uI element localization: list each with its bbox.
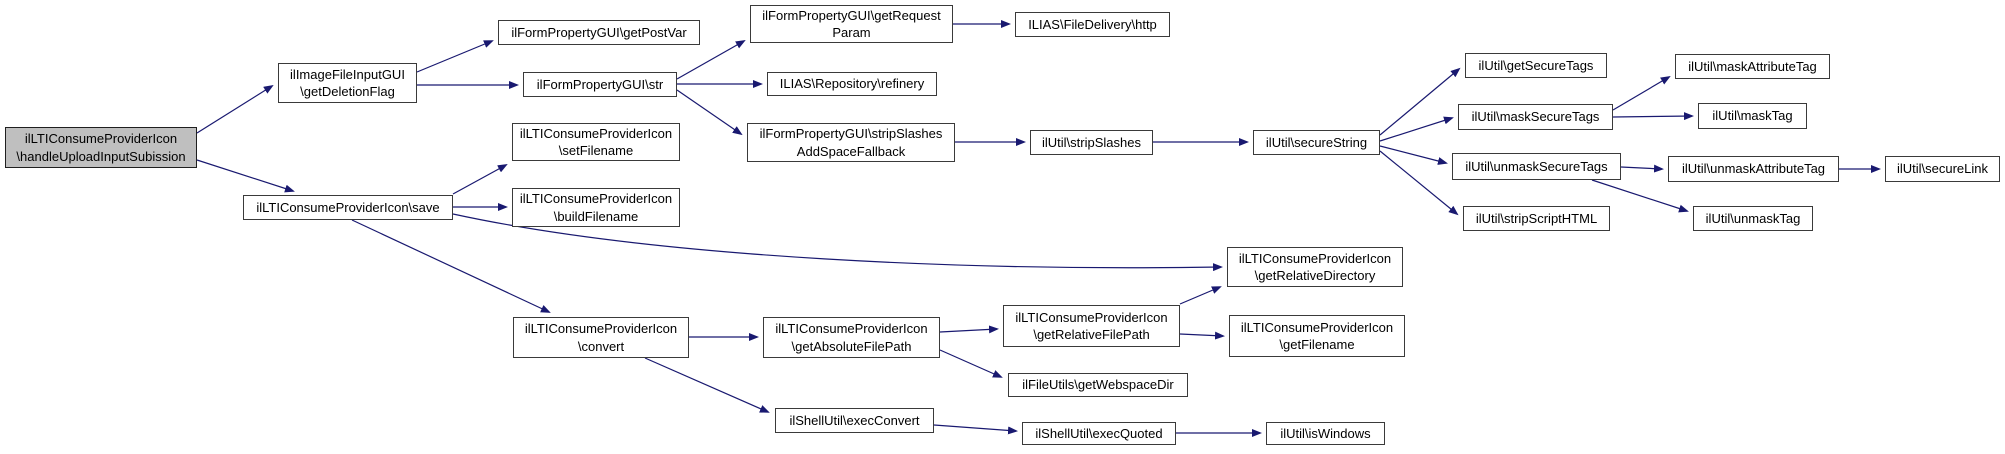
node-get-secure-tags[interactable]: ilUtil\getSecureTags [1465,53,1607,78]
node-unmask-tag[interactable]: ilUtil\unmaskTag [1693,206,1813,231]
node-label: ilImageFileInputGUI \getDeletionFlag [290,66,405,99]
node-label: ilFormPropertyGUI\getRequest Param [762,7,941,40]
node-get-filename[interactable]: ilLTIConsumeProviderIcon \getFilename [1229,315,1405,357]
node-label: ilUtil\secureLink [1896,161,1989,177]
edge-maskSecureTags-to-maskAttributeTag [1612,75,1671,111]
node-get-absolute-file-path[interactable]: ilLTIConsumeProviderIcon \getAbsoluteFil… [763,317,940,358]
node-secure-link[interactable]: ilUtil\secureLink [1885,156,2000,182]
node-label: ilLTIConsumeProviderIcon \convert [524,321,678,354]
edge-str-to-stripSlashesAddSpaceFallback [676,89,743,136]
node-label: ilLTIConsumeProviderIcon \buildFilename [519,191,673,224]
node-get-request-param[interactable]: ilFormPropertyGUI\getRequest Param [750,5,953,43]
edge-handleUploadInputSubission-to-getDeletionFlag [196,84,274,134]
node-strip-slashes-add-space-fallback[interactable]: ilFormPropertyGUI\stripSlashes AddSpaceF… [747,123,955,162]
node-mask-secure-tags[interactable]: ilUtil\maskSecureTags [1458,104,1613,130]
node-label: ilUtil\isWindows [1280,425,1371,441]
node-build-filename[interactable]: ilLTIConsumeProviderIcon \buildFilename [512,188,680,227]
node-label: ilUtil\maskAttributeTag [1688,58,1817,74]
node-get-relative-directory[interactable]: ilLTIConsumeProviderIcon \getRelativeDir… [1227,247,1403,287]
edge-getRelativeFilePath-to-getRelativeDirectory [1179,286,1222,305]
node-get-deletion-flag[interactable]: ilImageFileInputGUI \getDeletionFlag [278,63,417,103]
node-get-webspace-dir[interactable]: ilFileUtils\getWebspaceDir [1008,373,1188,397]
node-exec-convert[interactable]: ilShellUtil\execConvert [775,408,934,433]
edge-secureString-to-stripScriptHTML [1379,150,1459,216]
node-get-post-var[interactable]: ilFormPropertyGUI\getPostVar [498,20,700,45]
edge-save-to-convert [351,219,551,313]
edge-getAbsoluteFilePath-to-getRelativeFilePath [939,325,999,334]
node-label: ilFormPropertyGUI\stripSlashes AddSpaceF… [759,126,943,159]
node-label: ilShellUtil\execConvert [789,412,920,428]
node-refinery[interactable]: ILIAS\Repository\refinery [767,72,937,96]
node-save[interactable]: ilLTIConsumeProviderIcon\save [243,195,453,220]
node-label: ilUtil\getSecureTags [1478,57,1594,73]
node-label: ilFormPropertyGUI\getPostVar [511,24,687,40]
node-label: ilUtil\stripSlashes [1042,134,1141,150]
node-label: ILIAS\FileDelivery\http [1028,16,1157,32]
node-label: ilLTIConsumeProviderIcon\save [256,199,440,215]
node-label: ilLTIConsumeProviderIcon \getAbsoluteFil… [775,321,928,354]
node-label: ilLTIConsumeProviderIcon \setFilename [519,125,673,158]
edge-getAbsoluteFilePath-to-getWebspaceDir [939,349,1003,378]
edge-getDeletionFlag-to-getPostVar [416,40,494,73]
node-label: ilLTIConsumeProviderIcon \handleUploadIn… [16,131,186,164]
node-label: ilLTIConsumeProviderIcon \getFilename [1240,319,1394,352]
node-label: ilLTIConsumeProviderIcon \getRelativeDir… [1238,250,1392,283]
edge-secureString-to-maskSecureTags [1379,116,1454,142]
node-label: ilUtil\maskSecureTags [1471,109,1600,125]
node-label: ilLTIConsumeProviderIcon \getRelativeFil… [1015,309,1168,342]
edge-secureString-to-unmaskSecureTags [1379,145,1448,165]
node-label: ILIAS\Repository\refinery [779,76,925,92]
node-label: ilFormPropertyGUI\str [536,76,664,92]
edge-maskSecureTags-to-maskTag [1612,112,1694,121]
node-set-filename[interactable]: ilLTIConsumeProviderIcon \setFilename [512,123,680,161]
edge-execConvert-to-execQuoted [933,424,1018,435]
node-unmask-secure-tags[interactable]: ilUtil\unmaskSecureTags [1452,153,1621,180]
node-get-relative-file-path[interactable]: ilLTIConsumeProviderIcon \getRelativeFil… [1003,305,1180,347]
node-http[interactable]: ILIAS\FileDelivery\http [1015,12,1170,37]
node-unmask-attribute-tag[interactable]: ilUtil\unmaskAttributeTag [1668,156,1839,182]
node-label: ilFileUtils\getWebspaceDir [1022,377,1174,393]
node-mask-tag[interactable]: ilUtil\maskTag [1698,103,1807,129]
node-mask-attribute-tag[interactable]: ilUtil\maskAttributeTag [1675,54,1830,79]
edge-getRelativeFilePath-to-getFilename [1179,331,1225,340]
node-handle-upload-input-subission[interactable]: ilLTIConsumeProviderIcon \handleUploadIn… [5,127,197,168]
node-str[interactable]: ilFormPropertyGUI\str [523,72,677,97]
node-label: ilUtil\secureString [1265,134,1368,150]
node-convert[interactable]: ilLTIConsumeProviderIcon \convert [513,317,689,358]
edge-save-to-setFilename [452,164,508,195]
node-secure-string[interactable]: ilUtil\secureString [1253,130,1380,155]
edge-unmaskSecureTags-to-unmaskAttributeTag [1620,164,1664,173]
node-label: ilUtil\unmaskTag [1705,210,1801,226]
node-strip-slashes[interactable]: ilUtil\stripSlashes [1030,130,1153,155]
node-label: ilUtil\unmaskSecureTags [1465,158,1608,174]
node-label: ilUtil\unmaskAttributeTag [1681,161,1826,177]
edge-handleUploadInputSubission-to-save [196,159,295,193]
edge-save-to-getRelativeDirectory [452,213,1223,272]
edge-unmaskSecureTags-to-unmaskTag [1591,179,1689,213]
edge-str-to-getRequestParam [676,40,746,80]
node-label: ilUtil\stripScriptHTML [1475,210,1598,226]
node-exec-quoted[interactable]: ilShellUtil\execQuoted [1022,422,1176,445]
node-label: ilUtil\maskTag [1712,108,1793,124]
node-label: ilShellUtil\execQuoted [1035,425,1163,441]
node-strip-script-html[interactable]: ilUtil\stripScriptHTML [1463,206,1610,231]
node-is-windows[interactable]: ilUtil\isWindows [1266,422,1385,445]
edge-secureString-to-getSecureTags [1379,67,1461,136]
edge-convert-to-execConvert [644,357,770,413]
